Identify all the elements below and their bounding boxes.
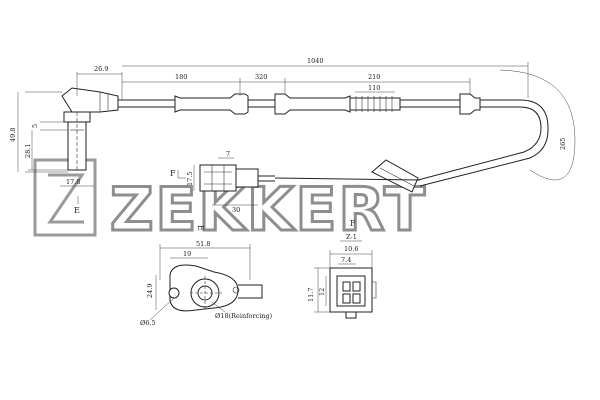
dim-51-8: 51.8 <box>196 240 210 248</box>
dim-110: 110 <box>368 84 380 92</box>
dim-10-6: 10.6 <box>344 245 358 253</box>
dim-24-9: 24.9 <box>146 284 154 298</box>
dim-7-4: 7.4 <box>341 256 351 264</box>
label-e-left: E <box>74 206 80 215</box>
dim-320: 320 <box>255 73 267 81</box>
dim-18: Ø18(Reinforcing) <box>215 312 273 320</box>
dim-49-8: 49.8 <box>9 128 17 142</box>
dim-11-7: 11.7 <box>307 288 315 302</box>
sensor-head <box>61 87 119 172</box>
dim-5: 5 <box>31 124 39 128</box>
dim-6-5: Ø6.5 <box>140 319 156 327</box>
label-f-detail: F <box>350 219 356 228</box>
dim-26-9: 26.9 <box>94 65 108 73</box>
label-f-top: F <box>170 169 176 178</box>
watermark-logo-box <box>33 158 97 237</box>
watermark-brand-text: ZEKKERT <box>110 175 427 245</box>
dim-17-5: 17.5 <box>186 172 194 186</box>
connector <box>199 164 421 192</box>
section-markers: F E E <box>74 169 205 231</box>
top-dimensions: 26.9 180 320 1040 210 110 265 49.8 5 28.… <box>9 57 576 214</box>
dim-265: 265 <box>559 138 567 150</box>
watermark-logo-z <box>47 173 85 224</box>
dim-19: 19 <box>183 250 191 258</box>
dim-28-1: 28.1 <box>24 144 32 158</box>
label-z-view: Z-1 <box>346 233 357 241</box>
dim-210: 210 <box>368 73 380 81</box>
zekkert-watermark: ZEKKERT <box>33 158 427 247</box>
dim-7: 7 <box>226 150 230 158</box>
dim-17-8: 17.8 <box>66 178 80 186</box>
dim-180: 180 <box>175 73 187 81</box>
dim-12: 12 <box>318 288 326 296</box>
detail-e-flange: 51.8 19 24.9 Ø6.5 Ø18(Reinforcing) <box>140 240 273 327</box>
sensor-cable <box>118 93 549 193</box>
detail-f-connector: F Z-1 10.6 7.4 11.7 12 <box>307 219 377 319</box>
label-e-mid: E <box>196 225 205 231</box>
dim-1040: 1040 <box>307 57 324 65</box>
dim-30: 30 <box>232 206 240 214</box>
